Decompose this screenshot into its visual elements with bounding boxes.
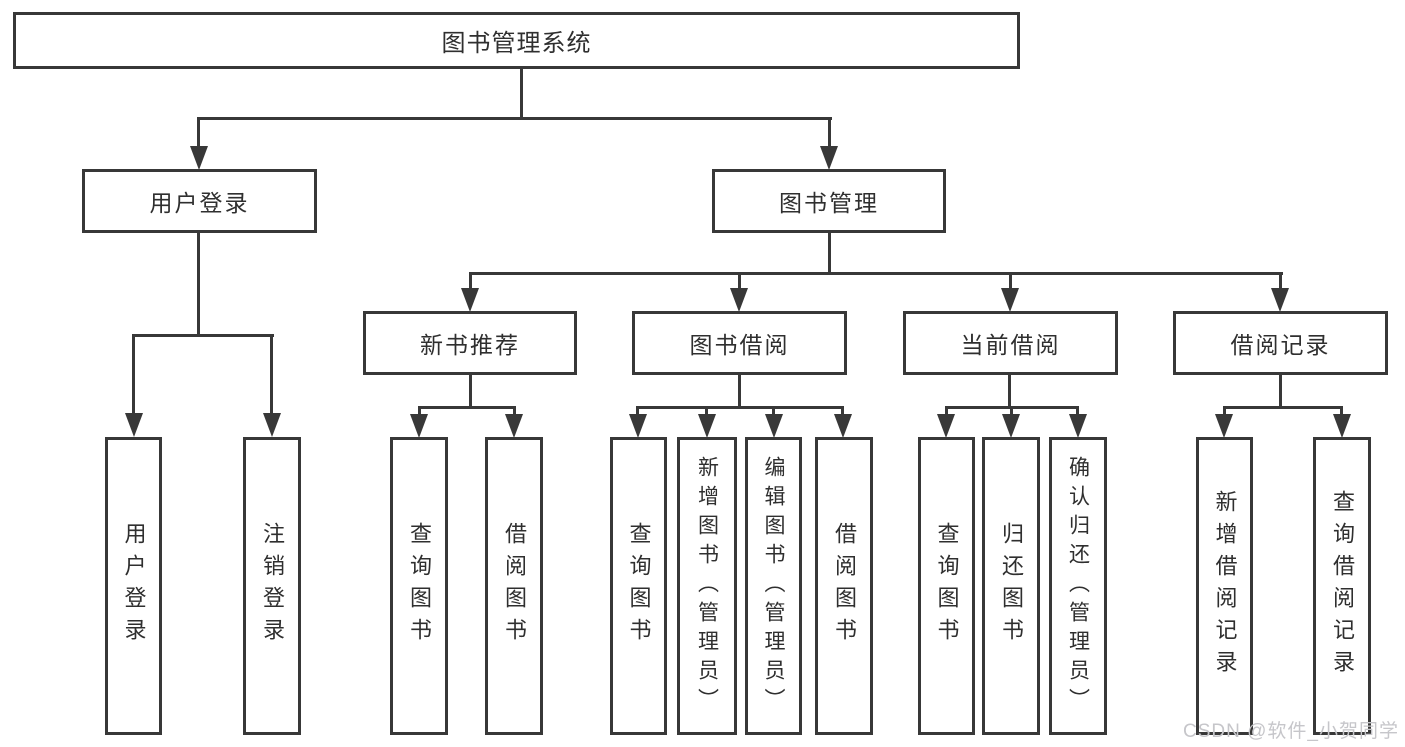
connector-current-borrowing-stem bbox=[1008, 375, 1011, 408]
connector-drop-login bbox=[132, 334, 135, 418]
arrow-to-nbr-query-books bbox=[410, 414, 428, 438]
node-label: 新增借阅记录 bbox=[1212, 490, 1238, 682]
node-label: 确认归还（管理员） bbox=[1066, 455, 1090, 717]
node-label: 借阅记录 bbox=[1230, 332, 1331, 358]
connector-drop-new-book-recommend bbox=[469, 272, 472, 294]
node-label: 借阅图书 bbox=[502, 522, 527, 650]
node-label: 查询图书 bbox=[407, 522, 432, 650]
node-cb-query-books: 查询图书 bbox=[918, 437, 975, 735]
node-label: 查询借阅记录 bbox=[1330, 490, 1355, 682]
node-nbr-query-books: 查询图书 bbox=[390, 437, 448, 735]
node-user-login-branch: 用户登录 bbox=[82, 169, 317, 233]
connector-level3-branch bbox=[469, 272, 1283, 275]
node-label: 图书管理系统 bbox=[441, 30, 592, 57]
connector-drop bbox=[1340, 406, 1343, 420]
arrow-to-cb-query-books bbox=[937, 414, 955, 438]
node-login: 用户登录 bbox=[105, 437, 162, 735]
node-bb-add-books-admin: 新增图书（管理员） bbox=[677, 437, 737, 735]
arrow-to-bb-add-books bbox=[698, 414, 716, 438]
arrow-to-bb-edit-books bbox=[765, 414, 783, 438]
connector-drop-current-borrowing bbox=[1009, 272, 1012, 294]
connector-borrowing-records-branch bbox=[1223, 406, 1343, 409]
node-borrowing-records: 借阅记录 bbox=[1173, 311, 1388, 375]
arrow-to-book-borrowing bbox=[730, 288, 748, 312]
connector-drop-logout bbox=[270, 334, 273, 418]
node-bb-edit-books-admin: 编辑图书（管理员） bbox=[745, 437, 802, 735]
connector-book-management-stem bbox=[828, 233, 831, 274]
connector-drop-book-management bbox=[828, 117, 831, 149]
arrow-to-user-login bbox=[190, 146, 208, 170]
connector-drop bbox=[841, 406, 844, 420]
connector-drop-borrowing-records bbox=[1279, 272, 1282, 294]
arrow-to-borrowing-records bbox=[1271, 288, 1289, 312]
node-book-borrowing: 图书借阅 bbox=[632, 311, 847, 375]
node-label: 归还图书 bbox=[999, 522, 1024, 650]
arrow-to-nbr-borrow-books bbox=[505, 414, 523, 438]
node-library-management-system: 图书管理系统 bbox=[13, 12, 1020, 69]
connector-drop bbox=[1010, 406, 1013, 420]
connector-drop bbox=[1076, 406, 1079, 420]
connector-drop-book-borrowing bbox=[738, 272, 741, 294]
node-cb-return-books: 归还图书 bbox=[982, 437, 1040, 735]
node-label: 借阅图书 bbox=[832, 522, 857, 650]
node-br-add-record: 新增借阅记录 bbox=[1196, 437, 1253, 735]
connector-drop bbox=[418, 406, 421, 420]
arrow-to-bb-borrow-books bbox=[834, 414, 852, 438]
node-current-borrowing: 当前借阅 bbox=[903, 311, 1118, 375]
connector-drop bbox=[772, 406, 775, 420]
arrow-to-cb-confirm-return bbox=[1069, 414, 1087, 438]
node-label: 用户登录 bbox=[149, 190, 250, 216]
connector-drop bbox=[513, 406, 516, 420]
node-logout: 注销登录 bbox=[243, 437, 301, 735]
connector-book-borrowing-branch bbox=[636, 406, 844, 409]
connector-user-login-stem bbox=[197, 233, 200, 337]
node-new-book-recommend: 新书推荐 bbox=[363, 311, 577, 375]
connector-root-stem bbox=[520, 69, 523, 119]
connector-level2-branch bbox=[197, 117, 832, 120]
node-label: 用户登录 bbox=[121, 522, 147, 650]
node-cb-confirm-return-admin: 确认归还（管理员） bbox=[1049, 437, 1107, 735]
node-bb-query-books: 查询图书 bbox=[610, 437, 667, 735]
connector-drop bbox=[945, 406, 948, 420]
connector-new-book-branch bbox=[418, 406, 516, 409]
connector-drop bbox=[636, 406, 639, 420]
csdn-watermark: CSDN @软件_小贺同学 bbox=[1183, 721, 1399, 742]
node-label: 查询图书 bbox=[934, 522, 960, 650]
node-bb-borrow-books: 借阅图书 bbox=[815, 437, 873, 735]
node-label: 图书管理 bbox=[779, 190, 879, 216]
connector-new-book-stem bbox=[469, 375, 472, 408]
arrow-to-br-add-record bbox=[1215, 414, 1233, 438]
node-label: 注销登录 bbox=[260, 522, 285, 650]
arrow-to-book-management bbox=[820, 146, 838, 170]
arrow-to-br-query-record bbox=[1333, 414, 1351, 438]
connector-drop-user-login bbox=[197, 117, 200, 149]
node-label: 图书借阅 bbox=[689, 332, 790, 358]
node-nbr-borrow-books: 借阅图书 bbox=[485, 437, 543, 735]
connector-book-borrowing-stem bbox=[738, 375, 741, 408]
node-label: 编辑图书（管理员） bbox=[762, 455, 785, 717]
arrow-to-login bbox=[125, 413, 143, 437]
node-label: 查询图书 bbox=[626, 522, 652, 650]
node-label: 当前借阅 bbox=[960, 332, 1061, 358]
arrow-to-logout bbox=[263, 413, 281, 437]
arrow-to-new-book-recommend bbox=[461, 288, 479, 312]
connector-borrowing-records-stem bbox=[1279, 375, 1282, 408]
connector-drop bbox=[705, 406, 708, 420]
arrow-to-current-borrowing bbox=[1001, 288, 1019, 312]
connector-drop bbox=[1223, 406, 1226, 420]
arrow-to-bb-query-books bbox=[629, 414, 647, 438]
node-br-query-record: 查询借阅记录 bbox=[1313, 437, 1371, 735]
node-book-management: 图书管理 bbox=[712, 169, 946, 233]
node-label: 新增图书（管理员） bbox=[695, 455, 719, 717]
arrow-to-cb-return-books bbox=[1002, 414, 1020, 438]
node-label: 新书推荐 bbox=[420, 332, 520, 358]
connector-user-login-branch bbox=[132, 334, 274, 337]
